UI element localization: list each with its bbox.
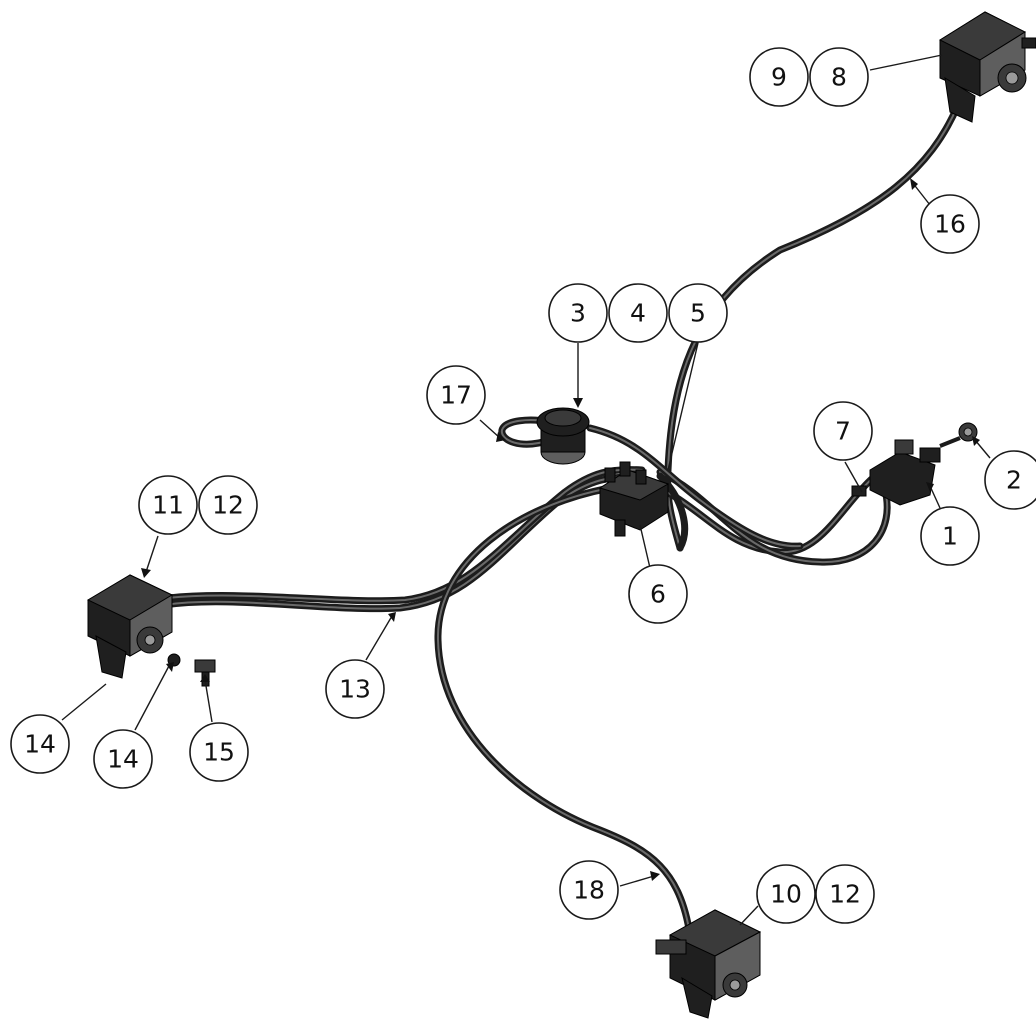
leader-6 <box>639 524 651 569</box>
svg-text:9: 9 <box>771 63 787 92</box>
balloon-2: 2 <box>984 450 1036 510</box>
cables <box>161 101 962 939</box>
svg-text:17: 17 <box>440 381 472 410</box>
svg-text:18: 18 <box>573 876 605 905</box>
svg-text:6: 6 <box>650 580 666 609</box>
leader-2 <box>974 439 991 459</box>
leader-15 <box>204 679 213 723</box>
balloon-9: 9 <box>749 47 809 107</box>
balloon-4: 4 <box>608 283 668 343</box>
balloons: 9 8 16 3 4 5 17 7 2 1 6 11 12 13 14 14 1… <box>10 47 1036 924</box>
balloon-7: 7 <box>813 401 873 461</box>
arrow-18 <box>650 871 660 881</box>
svg-text:3: 3 <box>570 299 586 328</box>
junction-block <box>598 461 670 537</box>
arrow-13 <box>388 612 396 622</box>
arrow-16 <box>910 178 918 190</box>
balloon-5: 5 <box>668 283 728 343</box>
arrow-11 <box>141 568 151 578</box>
balloon-1: 1 <box>920 506 980 566</box>
balloon-15: 15 <box>189 722 249 782</box>
leader-5 <box>667 342 699 471</box>
leader-8 <box>869 54 943 71</box>
leader-10 <box>739 905 759 926</box>
svg-text:5: 5 <box>690 299 706 328</box>
svg-text:16: 16 <box>934 210 966 239</box>
cable-13 <box>161 466 646 613</box>
arrow-1 <box>926 482 934 492</box>
leader-14b <box>134 663 171 731</box>
svg-text:2: 2 <box>1006 466 1022 495</box>
balloon-17: 17 <box>426 365 486 425</box>
leader-18 <box>619 875 655 887</box>
svg-text:10: 10 <box>770 880 802 909</box>
balloon-11: 11 <box>138 475 198 535</box>
arrow-2 <box>972 436 980 446</box>
leader-11 <box>145 535 159 573</box>
arrow-14b <box>166 662 174 672</box>
leader-1 <box>929 485 941 509</box>
balloon-12-lower: 12 <box>815 864 875 924</box>
balloon-6: 6 <box>628 564 688 624</box>
svg-text:7: 7 <box>835 417 851 446</box>
leader-7 <box>844 461 863 493</box>
svg-text:11: 11 <box>152 491 184 520</box>
balloon-18: 18 <box>559 860 619 920</box>
svg-text:1: 1 <box>942 522 958 551</box>
svg-text:4: 4 <box>630 299 646 328</box>
balloon-10: 10 <box>756 864 816 924</box>
balloon-14-left: 14 <box>10 714 70 774</box>
balloon-12-left: 12 <box>198 475 258 535</box>
round-lamp <box>536 407 590 465</box>
svg-text:12: 12 <box>212 491 244 520</box>
svg-text:15: 15 <box>203 738 235 767</box>
balloon-16: 16 <box>920 194 980 254</box>
balloon-8: 8 <box>809 47 869 107</box>
leader-17 <box>479 419 501 439</box>
arrow-3 <box>573 398 583 408</box>
connector-assembly <box>851 422 978 506</box>
arrow-17 <box>496 432 506 442</box>
svg-text:13: 13 <box>339 675 371 704</box>
svg-text:8: 8 <box>831 63 847 92</box>
svg-text:14: 14 <box>107 745 139 774</box>
balloon-3: 3 <box>548 283 608 343</box>
leader-lines <box>61 54 991 926</box>
balloon-13: 13 <box>325 659 385 719</box>
lamp-assembly-upper-right <box>938 11 1036 123</box>
lamp-assembly-left <box>86 574 216 687</box>
svg-text:14: 14 <box>24 730 56 759</box>
svg-text:12: 12 <box>829 880 861 909</box>
cable-18 <box>434 484 694 939</box>
arrow-15 <box>200 674 210 682</box>
balloon-14-right: 14 <box>93 729 153 789</box>
lamp-assembly-lower <box>655 909 762 1019</box>
leader-14a <box>61 683 107 721</box>
leader-13 <box>365 615 393 661</box>
